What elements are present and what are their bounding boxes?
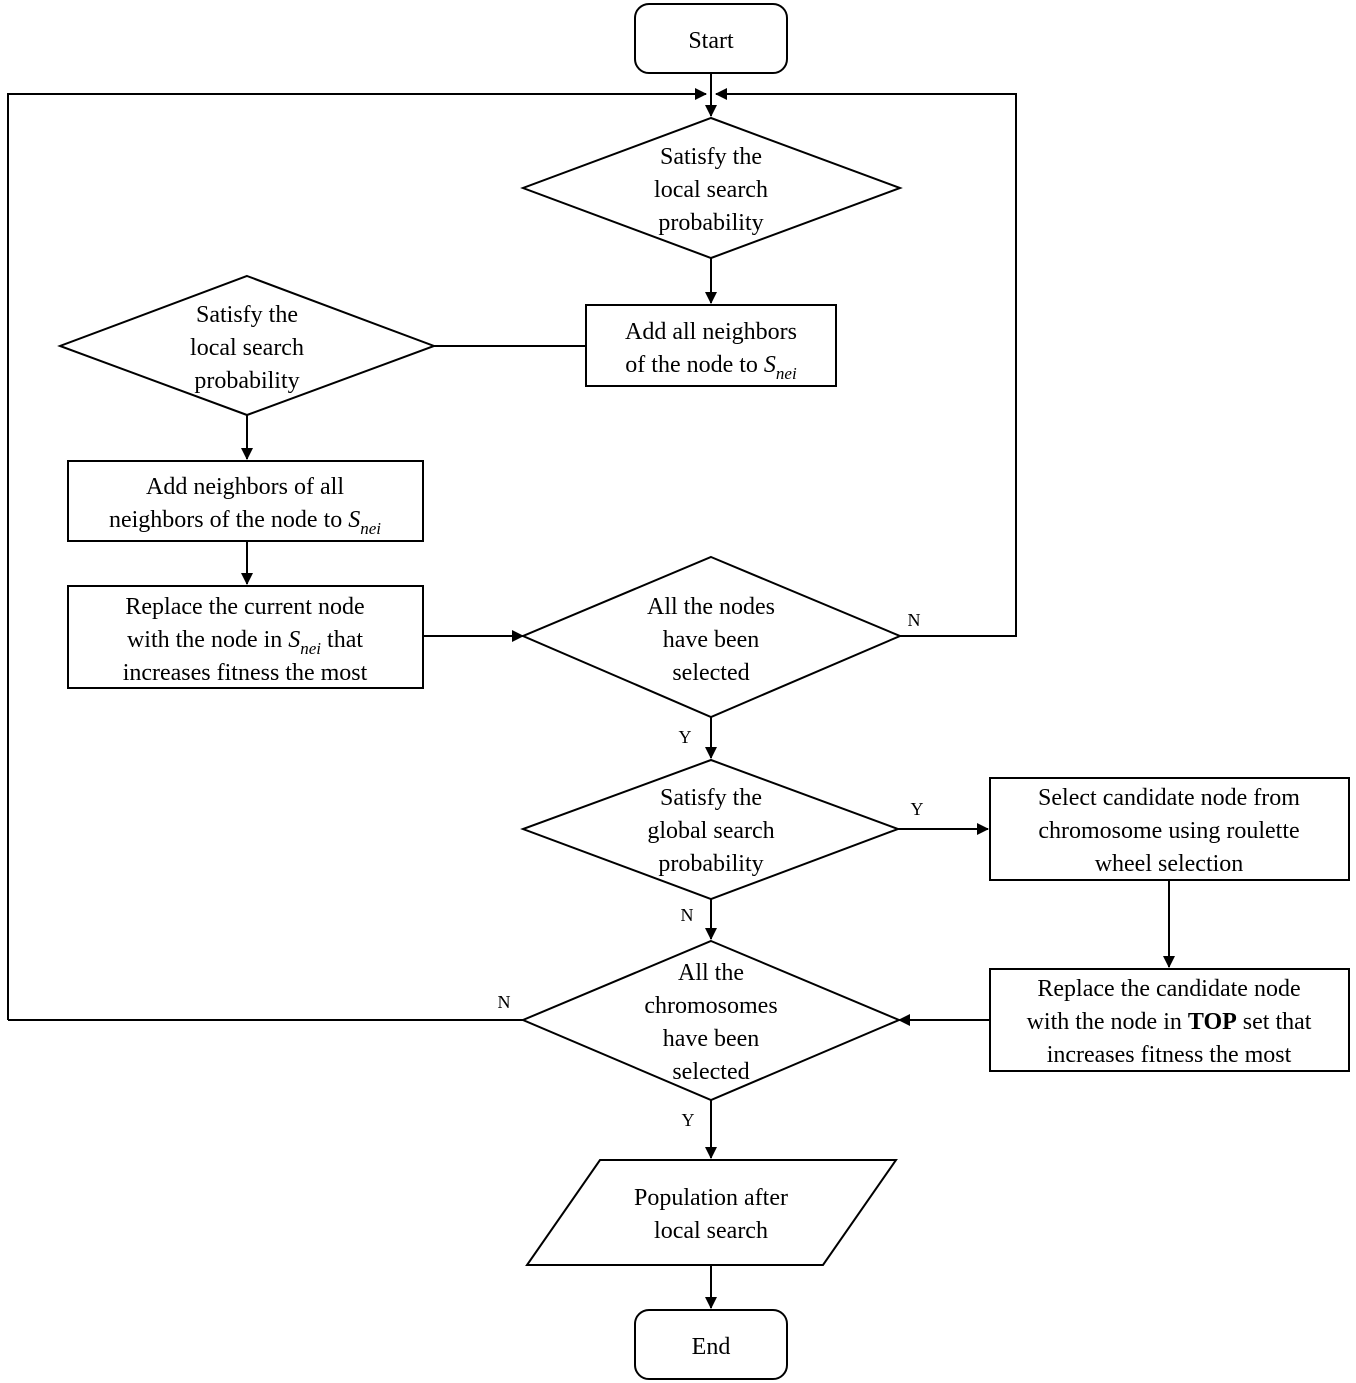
d5-line-1: All the [678,960,744,986]
p5-line-2: with the node in TOP set that [1027,1009,1312,1035]
p5-line-1: Replace the candidate node [1037,976,1300,1002]
decision-global-search: Satisfy the global search probability [520,758,901,901]
d4-line-2: global search [647,818,774,844]
d2-line-1: Satisfy the [196,302,298,328]
label-d3-no: N [908,610,921,630]
d2-line-2: local search [190,335,304,361]
p2-line-1: Add neighbors of all [146,474,344,500]
process-replace-current-node: Replace the current node with the node i… [67,585,424,689]
process-add-neighbors-of-neighbors: Add neighbors of all neighbors of the no… [67,460,424,542]
d4-line-3: probability [658,851,763,877]
edge-labels: N Y Y N N Y [498,610,924,1130]
io-line-1: Population after [634,1185,788,1211]
d1-line-2: local search [654,177,768,203]
d3-line-3: selected [672,660,749,686]
p4-line-2: chromosome using roulette [1038,818,1299,844]
p2-line-2: neighbors of the node to Snei [109,507,381,538]
label-d4-no: N [681,905,694,925]
p4-line-3: wheel selection [1095,851,1244,877]
decision-local-search-1: Satisfy the local search probability [520,116,903,260]
label-d3-yes: Y [679,727,692,747]
d3-line-2: have been [663,627,760,653]
d5-line-4: selected [672,1059,749,1085]
process-replace-candidate-node: Replace the candidate node with the node… [989,968,1350,1072]
io-population-after-local-search: Population after local search [525,1159,898,1266]
decision-all-chromosomes-selected: All the chromosomes have been selected [520,939,902,1102]
p5-line-3: increases fitness the most [1047,1042,1292,1068]
p1-line-1: Add all neighbors [625,319,797,345]
d1-line-3: probability [658,210,763,236]
d1-line-1: Satisfy the [660,144,762,170]
d2-line-3: probability [194,368,299,394]
start-label: Start [688,28,734,54]
d3-line-1: All the nodes [647,594,775,620]
edge-d5-no-loop [7,88,707,1020]
label-d5-yes: Y [682,1110,695,1130]
d4-line-1: Satisfy the [660,785,762,811]
d5-line-3: have been [663,1026,760,1052]
end-label: End [692,1334,731,1360]
p4-line-1: Select candidate node from [1038,785,1300,811]
start-terminator: Start [634,3,788,74]
io-line-2: local search [654,1218,768,1244]
end-terminator: End [634,1309,788,1380]
label-d5-no: N [498,992,511,1012]
label-d4-yes: Y [911,799,924,819]
decision-local-search-2: Satisfy the local search probability [57,274,437,417]
edge-d3-no-loop [715,88,1017,637]
connectors [7,73,1175,1309]
process-select-candidate-node: Select candidate node from chromosome us… [989,777,1350,881]
p3-line-3: increases fitness the most [123,660,368,686]
p3-line-2: with the node in Snei that [127,627,363,658]
process-add-all-neighbors: Add all neighbors of the node to Snei [585,304,837,387]
decision-all-nodes-selected: All the nodes have been selected [520,555,903,719]
d5-line-2: chromosomes [644,993,777,1019]
p3-line-1: Replace the current node [125,594,364,620]
p1-line-2: of the node to Snei [625,352,797,383]
